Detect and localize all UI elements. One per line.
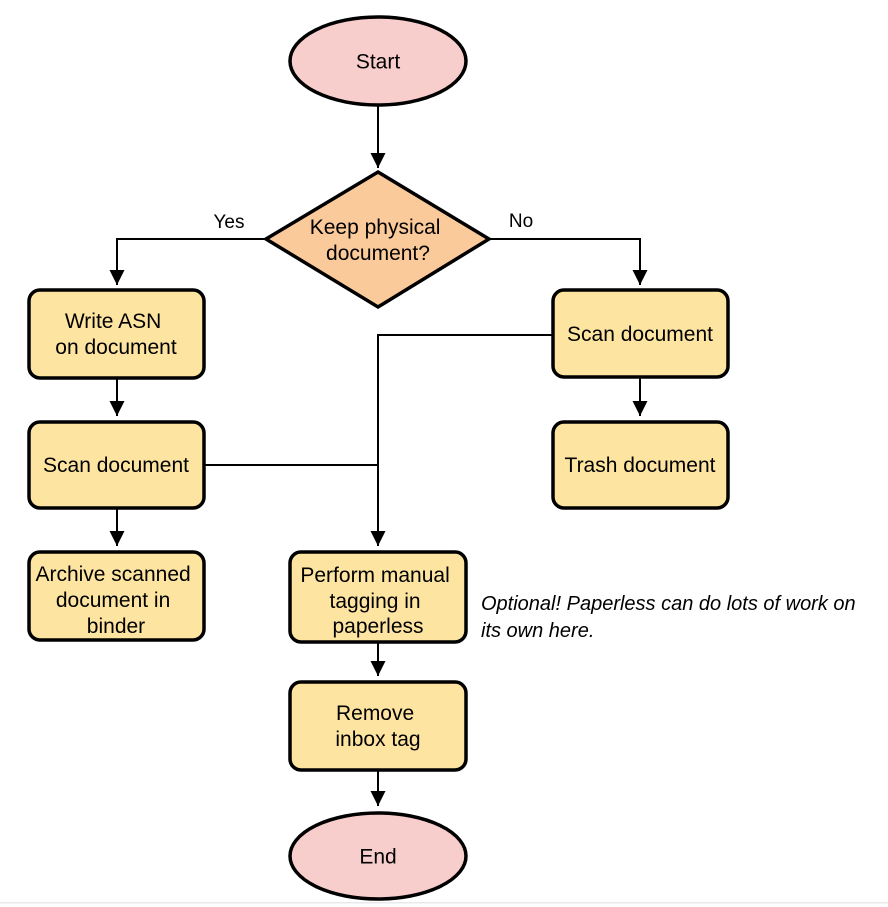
edge-label-no: No: [509, 211, 533, 232]
node-decision-keep-physical: Keep physical document?: [262, 169, 493, 310]
decision-label: Keep physical document?: [310, 216, 447, 265]
bottom-rule: [0, 902, 888, 904]
end-ellipse: [288, 811, 468, 901]
scan-document-right-label: Scan document: [567, 323, 713, 346]
manual-tagging-label: Perform manual tagging in paperless: [300, 564, 455, 638]
edge-label-yes: Yes: [214, 212, 245, 233]
start-ellipse: [288, 15, 468, 107]
start-label: Start: [356, 51, 401, 74]
node-end: End: [288, 811, 468, 901]
annotation-optional-note: Optional! Paperless can do lots of work …: [481, 593, 861, 642]
trash-document-box: [551, 420, 730, 510]
node-start: Start: [288, 15, 468, 107]
node-manual-tagging: Perform manual tagging in paperless: [288, 550, 468, 644]
archive-binder-label: Archive scanned document in binder: [35, 563, 196, 638]
scan-document-left-label: Scan document: [43, 454, 189, 477]
node-scan-document-left: Scan document: [27, 420, 206, 510]
remove-inbox-tag-box: [288, 680, 468, 772]
node-write-asn: Write ASN on document: [27, 288, 206, 380]
edge-decision-no-to-scan-right: [488, 238, 648, 285]
write-asn-label: Write ASN on document: [55, 310, 177, 359]
node-archive-binder: Archive scanned document in binder: [27, 550, 206, 642]
archive-binder-box: [27, 550, 206, 642]
decision-diamond: [262, 169, 493, 310]
node-remove-inbox-tag: Remove inbox tag: [288, 680, 468, 772]
remove-inbox-tag-label: Remove inbox tag: [335, 702, 420, 751]
end-label: End: [359, 846, 396, 869]
trash-document-label: Trash document: [565, 454, 716, 477]
edge-decision-yes-to-write-asn: [109, 238, 267, 285]
scan-document-right-box: [551, 288, 730, 379]
node-scan-document-right: Scan document: [551, 288, 730, 379]
scan-document-left-box: [27, 420, 206, 510]
manual-tagging-box: [288, 550, 468, 644]
node-trash-document: Trash document: [551, 420, 730, 510]
write-asn-box: [27, 288, 206, 380]
edge-scan-right-to-tagging: [370, 334, 552, 546]
